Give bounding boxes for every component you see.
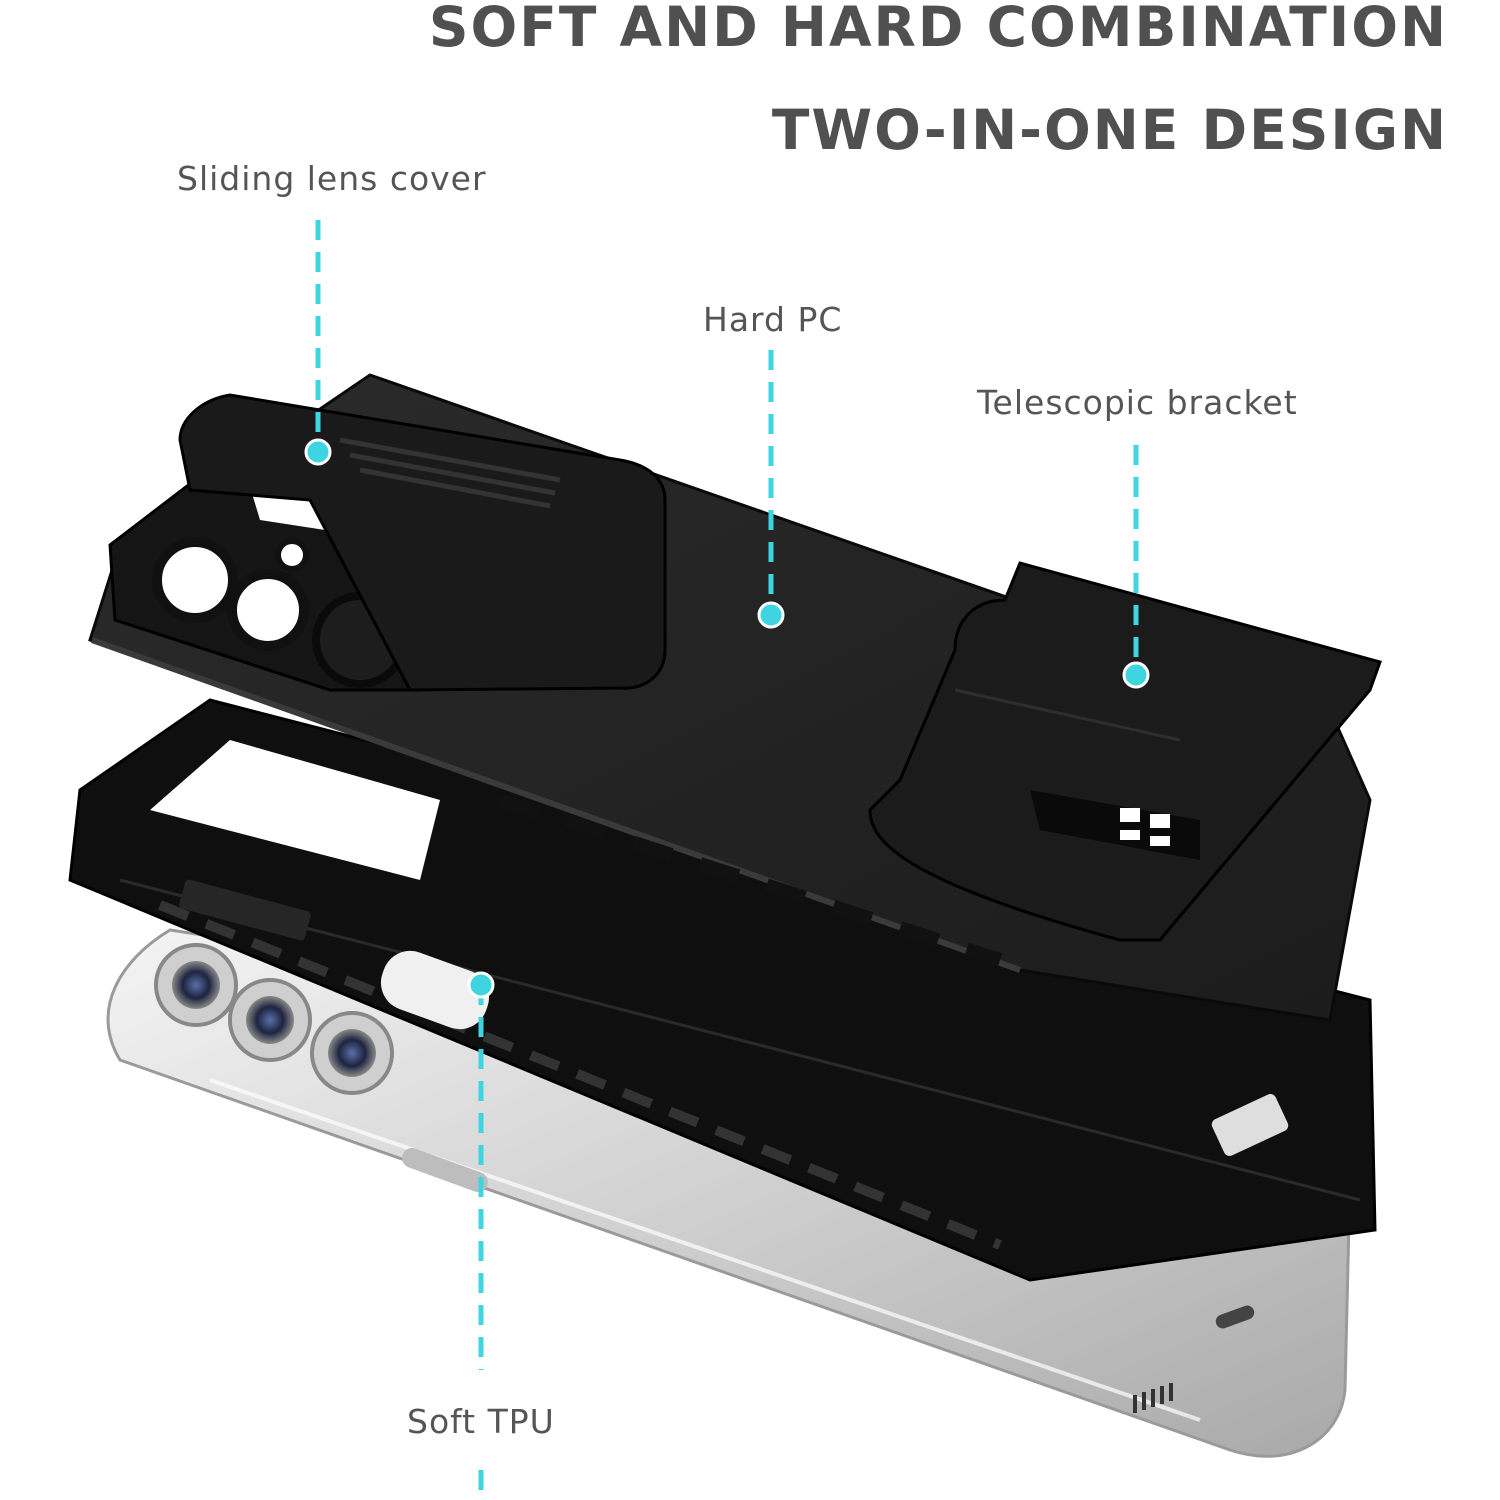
headline-line-2: TWO-IN-ONE DESIGN (771, 98, 1448, 162)
label-sliding-lens-cover: Sliding lens cover (177, 159, 487, 198)
label-telescopic-bracket: Telescopic bracket (977, 383, 1298, 422)
callout-dot-lens-cover (304, 438, 332, 466)
callout-dot-soft-tpu (467, 971, 495, 999)
phone-body (106, 928, 1352, 1458)
callout-lines (315, 220, 1139, 1500)
phone-camera-lenses (154, 943, 394, 1095)
callout-dot-bracket (1122, 661, 1150, 689)
callout-dots (304, 438, 1150, 999)
sliding-lens-cover (178, 393, 667, 692)
label-hard-pc: Hard PC (703, 300, 843, 339)
label-soft-tpu: Soft TPU (407, 1402, 555, 1441)
soft-tpu-frame (68, 698, 1377, 1282)
callout-dot-hard-pc (757, 601, 785, 629)
phone-speaker-grille (1133, 1383, 1173, 1413)
headline-line-1: SOFT AND HARD COMBINATION (428, 0, 1448, 59)
telescopic-bracket (868, 561, 1382, 942)
